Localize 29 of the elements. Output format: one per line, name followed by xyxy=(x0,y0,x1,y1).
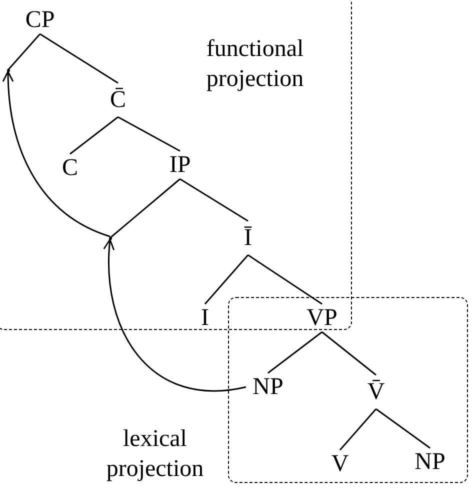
category-label: I xyxy=(194,304,216,332)
branch-line xyxy=(248,254,322,305)
category-label: NP xyxy=(246,373,290,401)
category-label: VP xyxy=(300,304,344,332)
region-label: functional projection xyxy=(205,35,305,94)
region-label: lexical projection xyxy=(105,425,205,484)
branch-line xyxy=(70,116,118,155)
branch-line xyxy=(322,331,376,376)
movement-arrow xyxy=(104,238,246,392)
category-label: Ī xyxy=(235,221,261,255)
branch-line xyxy=(110,178,180,239)
category-label: NP xyxy=(408,448,452,476)
branch-line xyxy=(376,408,430,449)
movement-arrow xyxy=(2,70,110,238)
category-label: V xyxy=(327,450,353,478)
category-label: C xyxy=(57,154,83,182)
branch-line xyxy=(204,254,249,304)
category-label: C̄ xyxy=(105,83,131,117)
branch-line xyxy=(118,116,180,152)
branch-end xyxy=(108,236,112,240)
branch-line xyxy=(40,33,118,84)
branch-line xyxy=(268,331,322,374)
branch-end xyxy=(6,68,10,72)
branch-line xyxy=(180,178,248,222)
branch-line xyxy=(7,34,41,70)
category-label: V̄ xyxy=(363,375,389,409)
category-label: IP xyxy=(160,151,200,179)
branch-line xyxy=(339,408,377,450)
category-label: CP xyxy=(18,6,62,34)
